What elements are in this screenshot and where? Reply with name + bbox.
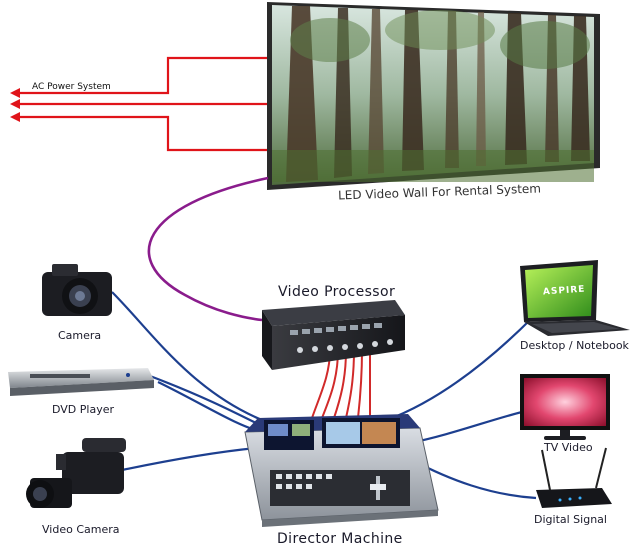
video-processor <box>262 300 405 370</box>
dvd-player-label: DVD Player <box>52 403 114 416</box>
tv-video-label: TV Video <box>544 441 593 454</box>
video-processor-label: Video Processor <box>278 284 396 300</box>
camera-label: Camera <box>58 329 102 342</box>
director-machine <box>244 414 439 527</box>
digital-signal-label: Digital Signal <box>534 513 607 526</box>
dvd-player <box>8 368 154 396</box>
video-camera <box>26 438 126 508</box>
router <box>536 447 612 508</box>
desktop-notebook-label: Desktop / Notebook <box>520 339 629 352</box>
wall-to-processor-cable <box>147 176 269 322</box>
ac-power-cables <box>18 56 270 152</box>
director-machine-label: Director Machine <box>277 531 403 547</box>
camera <box>42 264 112 316</box>
laptop <box>520 260 630 336</box>
power-arrowheads <box>10 88 20 122</box>
ac-power-label: AC Power System <box>32 82 111 92</box>
video-camera-label: Video Camera <box>42 523 120 536</box>
tv-monitor <box>520 374 610 440</box>
led-video-wall <box>267 2 600 190</box>
